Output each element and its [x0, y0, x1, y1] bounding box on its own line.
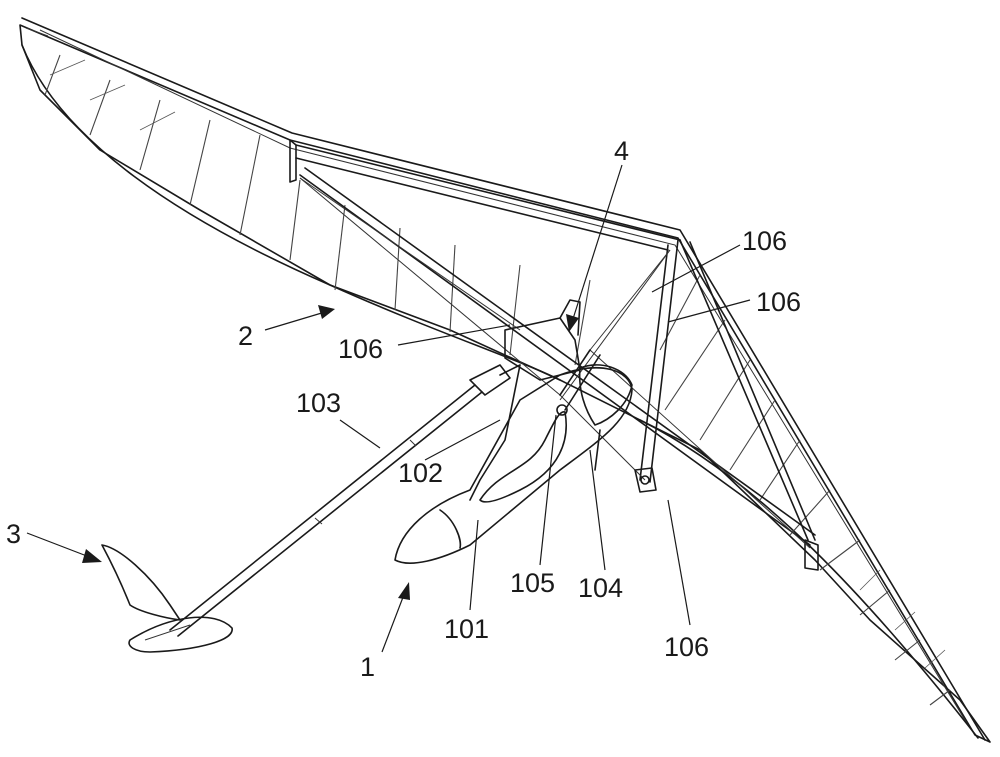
fuselage — [169, 364, 633, 637]
label-101: 101 — [444, 614, 489, 644]
label-3: 3 — [6, 519, 21, 549]
control-frame — [289, 139, 819, 571]
label-105: 105 — [510, 568, 555, 598]
label-104: 104 — [578, 573, 623, 603]
label-103: 103 — [296, 388, 341, 418]
reference-labels: 1 2 3 4 101 102 103 104 105 106 106 106 … — [6, 136, 801, 682]
leader-lines — [26, 164, 751, 653]
label-102: 102 — [398, 458, 443, 488]
label-106-a: 106 — [742, 226, 787, 256]
label-106-c: 106 — [338, 334, 383, 364]
label-2: 2 — [238, 321, 253, 351]
label-106-b: 106 — [756, 287, 801, 317]
label-106-d: 106 — [664, 632, 709, 662]
wing — [19, 17, 991, 743]
label-4: 4 — [614, 136, 629, 166]
tail — [101, 544, 233, 653]
label-1: 1 — [360, 652, 375, 682]
